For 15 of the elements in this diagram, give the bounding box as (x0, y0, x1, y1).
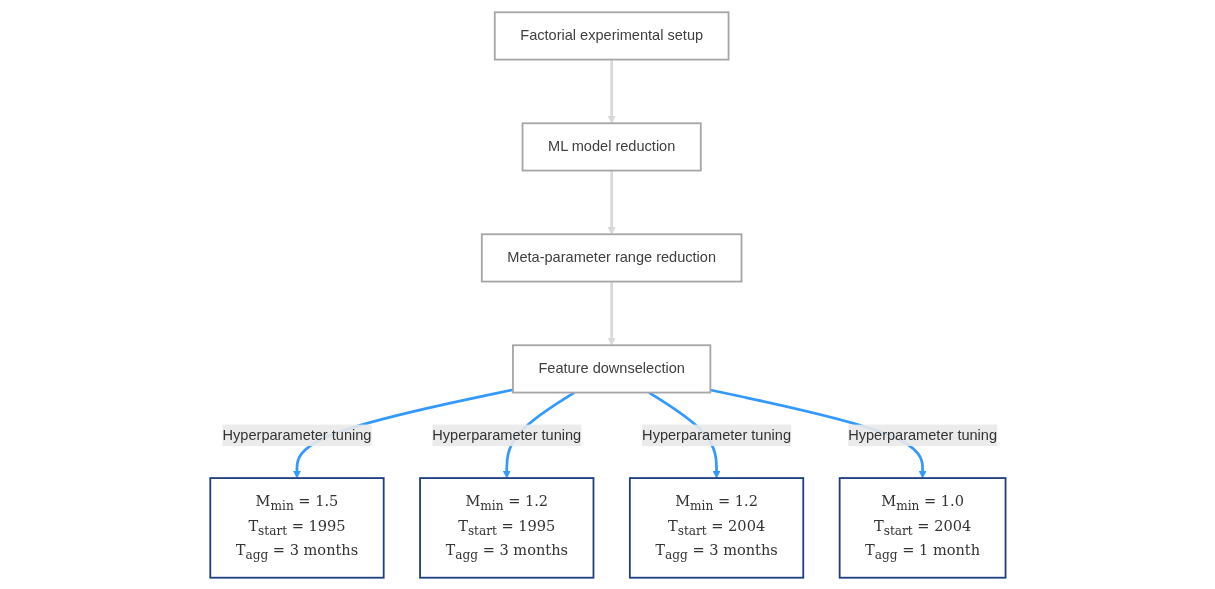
edge-label: Hyperparameter tuning (847, 426, 997, 443)
edge-label: Hyperparameter tuning (222, 426, 371, 443)
node-box: M$_{min}$ = 1.2 T$_{start}$ = 2004 T$_{agg}$ = 3 months (628, 476, 804, 579)
node-box: Feature downselection (511, 343, 711, 393)
arrow (607, 59, 616, 124)
arrow (607, 281, 616, 346)
node-box: M$_{min}$ = 1.2 T$_{start}$ = 1995 T$_{agg}$ = 3 months (418, 476, 594, 579)
node-box: M$_{min}$ = 1.5 T$_{start}$ = 1995 T$_{agg}$ = 3 months (208, 476, 385, 579)
arrow (607, 170, 616, 235)
edge-label: Hyperparameter tuning (431, 426, 581, 443)
node-box: Meta-parameter range reduction (480, 232, 742, 282)
node-box: Factorial experimental setup (493, 10, 730, 60)
edge-label: Hyperparameter tuning (641, 426, 791, 443)
node-box: ML model reduction (521, 121, 702, 171)
node-box: M$_{min}$ = 1.0 T$_{start}$ = 2004 T$_{agg}$ = 1 month (838, 476, 1007, 579)
